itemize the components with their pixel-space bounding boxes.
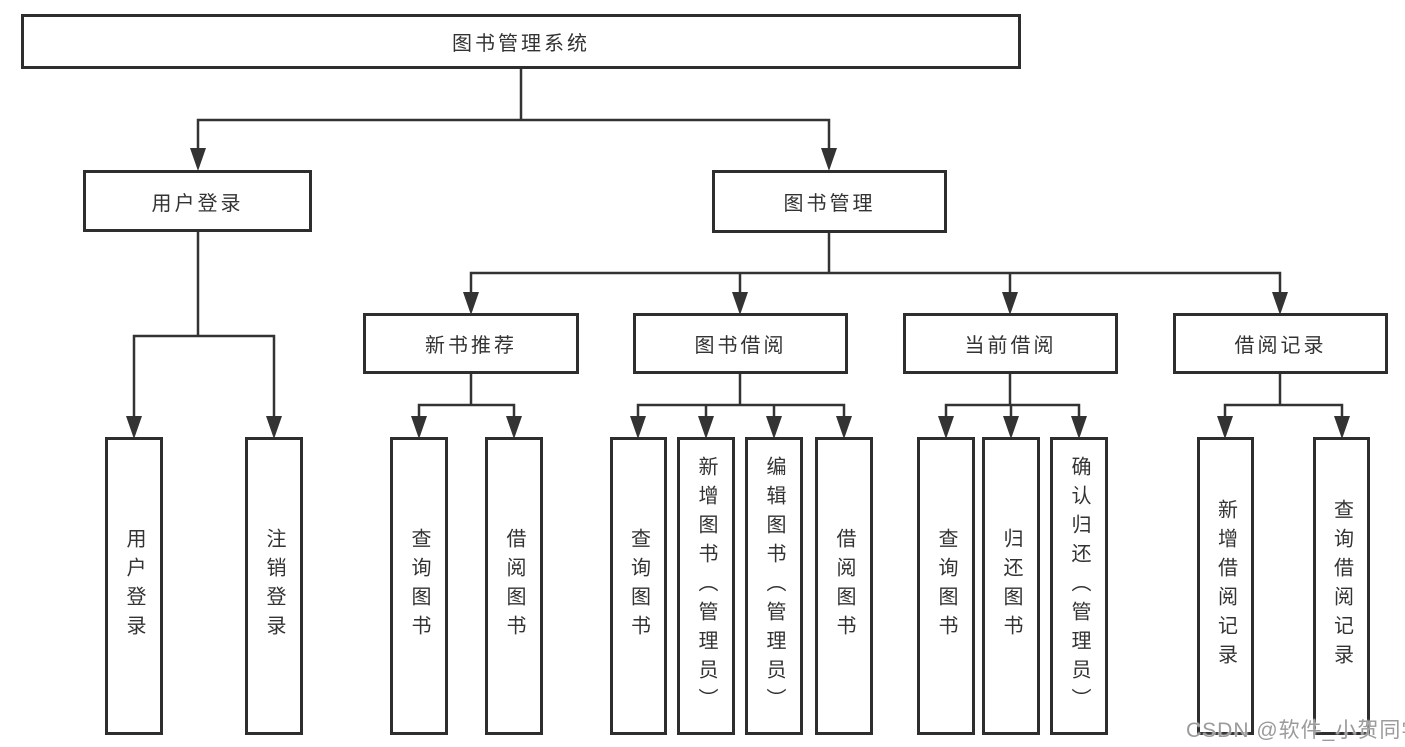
arrow-icon — [1334, 416, 1350, 439]
arrow-icon — [732, 292, 748, 315]
node-label: 借阅图书 — [833, 528, 855, 644]
node-label: 当前借阅 — [964, 335, 1057, 357]
arrow-icon — [1071, 416, 1087, 439]
leaf-borrow-books: 借阅图书 — [815, 437, 873, 735]
leaf-edit-books-admin: 编辑图书（管理员） — [745, 437, 803, 735]
arrow-icon — [836, 416, 852, 439]
node-current-borrow: 当前借阅 — [903, 313, 1118, 374]
arrow-icon — [1272, 292, 1288, 315]
leaf-query-books-recommend: 查询图书 — [390, 437, 448, 735]
arrow-icon — [766, 416, 782, 439]
arrow-icon — [821, 148, 837, 171]
node-label: 注销登录 — [263, 528, 285, 644]
arrow-icon — [411, 416, 427, 439]
node-book-borrow: 图书借阅 — [633, 313, 848, 374]
arrow-icon — [1217, 416, 1233, 439]
leaf-logout: 注销登录 — [245, 437, 303, 735]
node-label: 图书管理系统 — [452, 33, 590, 55]
node-label: 编辑图书（管理员） — [763, 455, 785, 717]
node-label: 确认归还（管理员） — [1068, 455, 1090, 717]
node-label: 查询图书 — [935, 528, 957, 644]
node-label: 用户登录 — [123, 528, 145, 644]
node-label: 用户登录 — [151, 192, 244, 215]
leaf-confirm-return-admin: 确认归还（管理员） — [1050, 437, 1108, 735]
node-label: 归还图书 — [1000, 528, 1022, 644]
arrow-icon — [1003, 416, 1019, 439]
leaf-query-books-current: 查询图书 — [917, 437, 975, 735]
arrow-icon — [698, 416, 714, 439]
edge-current-bus — [944, 403, 1081, 418]
leaf-query-books-borrow: 查询图书 — [610, 437, 667, 735]
arrow-icon — [126, 416, 142, 439]
leaf-query-borrow-record: 查询借阅记录 — [1313, 437, 1370, 735]
leaf-add-books-admin: 新增图书（管理员） — [677, 437, 735, 735]
csdn-watermark: CSDN @软件_小贺同学 — [1186, 719, 1405, 742]
arrow-icon — [630, 416, 646, 439]
edge-borrow-bus — [636, 403, 846, 418]
edge-records-bus — [1223, 403, 1344, 418]
edge-level3-bus — [469, 271, 1282, 294]
node-label: 查询借阅记录 — [1330, 499, 1353, 673]
node-label: 图书管理 — [783, 193, 876, 215]
leaf-return-books: 归还图书 — [982, 437, 1040, 735]
node-label: 借阅图书 — [503, 528, 525, 644]
edge-level1-bus — [196, 118, 831, 150]
node-label: 新增借阅记录 — [1214, 499, 1237, 673]
arrow-icon — [938, 416, 954, 439]
node-label: 图书借阅 — [694, 335, 787, 357]
edge-recommend-bus — [417, 403, 516, 418]
leaf-user-login: 用户登录 — [105, 437, 163, 735]
node-user-login: 用户登录 — [83, 170, 312, 232]
node-label: 新书推荐 — [425, 335, 517, 357]
arrow-icon — [1002, 292, 1018, 315]
edge-user-login-bus — [132, 334, 276, 418]
node-label: 查询图书 — [408, 528, 430, 644]
node-label: 查询图书 — [627, 528, 650, 644]
leaf-borrow-books-recommend: 借阅图书 — [485, 437, 543, 735]
arrow-icon — [190, 148, 206, 171]
arrow-icon — [266, 416, 282, 439]
node-new-book-recommend: 新书推荐 — [363, 313, 579, 374]
node-borrow-records: 借阅记录 — [1173, 313, 1388, 374]
arrow-icon — [506, 416, 522, 439]
arrow-icon — [463, 292, 479, 315]
node-label: 新增图书（管理员） — [695, 455, 717, 717]
node-book-management: 图书管理 — [712, 170, 947, 233]
leaf-add-borrow-record: 新增借阅记录 — [1197, 437, 1254, 735]
node-label: 借阅记录 — [1234, 335, 1327, 357]
node-library-management-system: 图书管理系统 — [21, 14, 1021, 69]
